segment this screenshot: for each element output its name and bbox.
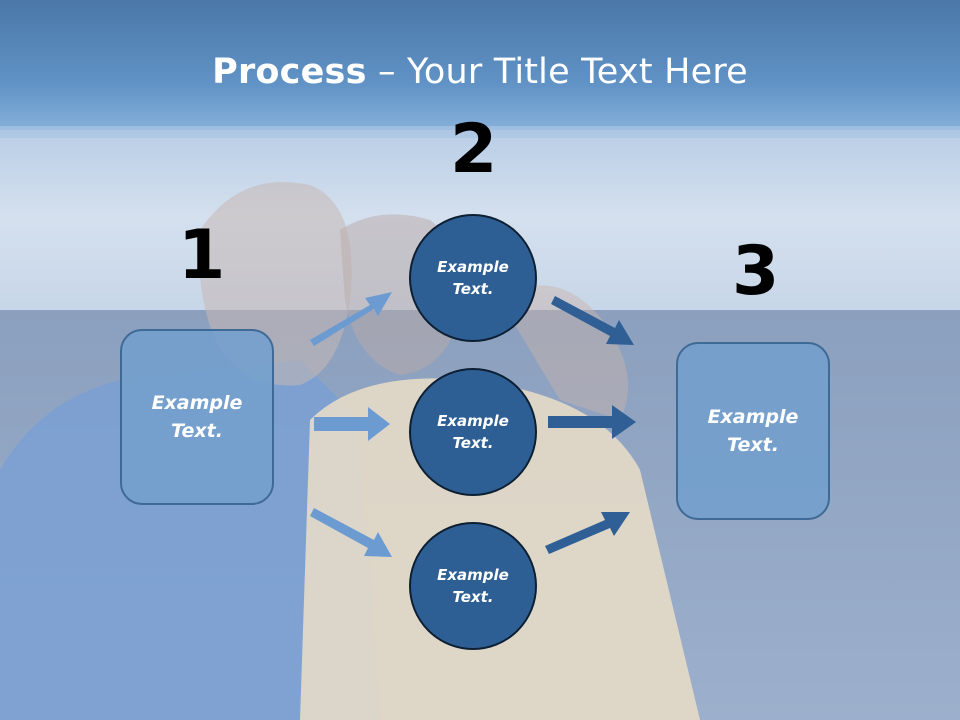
title-rest: – Your Title Text Here <box>366 52 748 92</box>
circle-middle-line2: Text. <box>452 434 494 452</box>
left-box-line1: Example <box>151 391 243 414</box>
arrow-left-to-middle <box>314 407 390 441</box>
circle-bottom-line2: Text. <box>452 588 494 606</box>
arrow-middle-to-right <box>548 405 636 439</box>
circle-middle-line1: Example <box>437 411 509 430</box>
right-box-line2: Text. <box>727 434 779 456</box>
circle-top-line2: Text. <box>452 280 494 298</box>
right-box-line1: Example <box>707 405 799 428</box>
title-bold: Process <box>212 52 367 92</box>
step-number-2: 2 <box>450 110 498 189</box>
left-box-line2: Text. <box>171 420 223 442</box>
circle-top-line1: Example <box>437 257 509 276</box>
step-number-3: 3 <box>732 232 780 311</box>
arrow-left-to-bottom <box>310 508 392 557</box>
slide-title: Process – Your Title Text Here <box>0 52 960 92</box>
arrow-top-to-right <box>551 296 634 345</box>
arrow-bottom-to-right <box>545 512 630 554</box>
arrow-left-to-top <box>310 292 392 346</box>
step-number-1: 1 <box>178 216 226 295</box>
circle-bottom-line1: Example <box>437 565 509 584</box>
